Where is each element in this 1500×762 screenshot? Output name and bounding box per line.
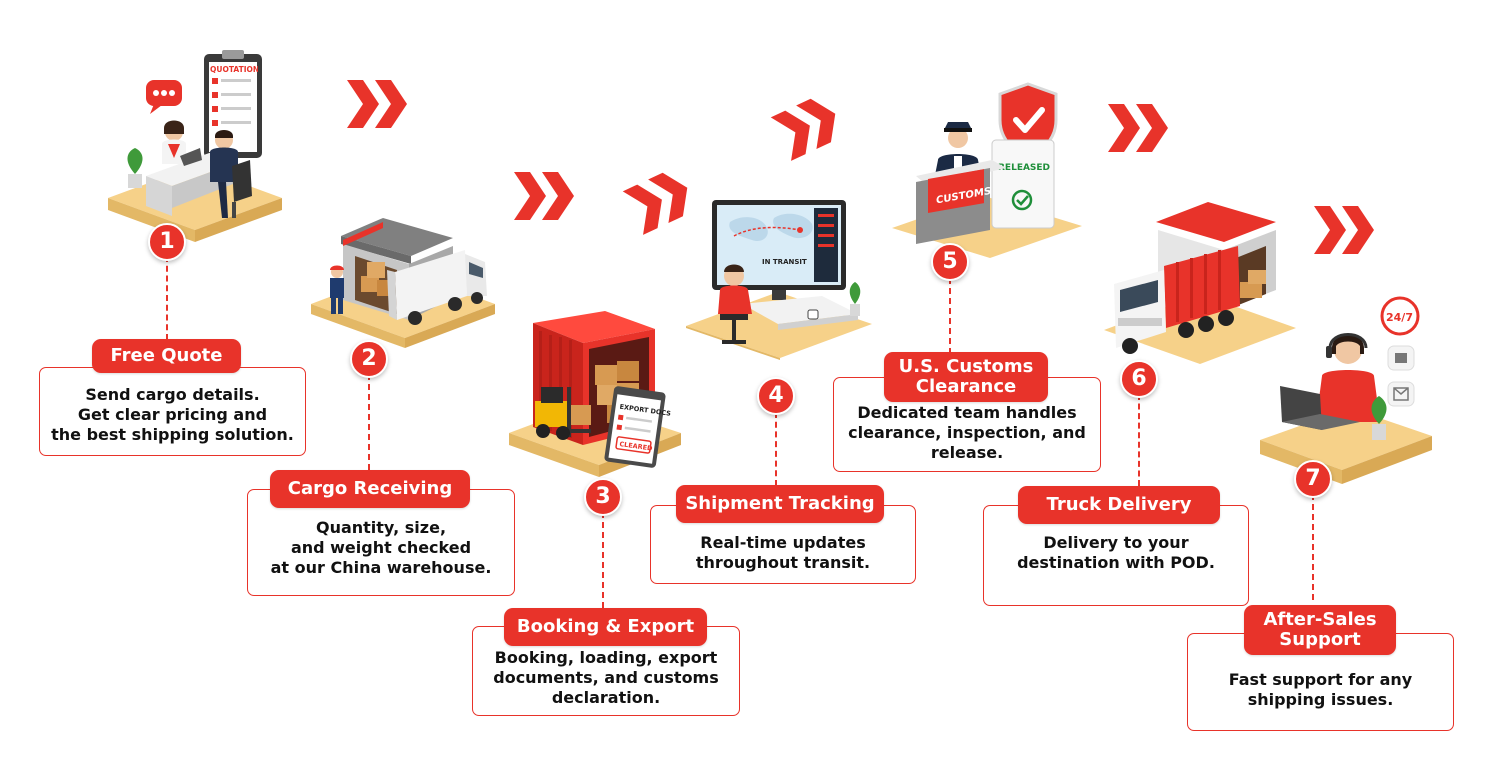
step-number-badge: 7 [1294, 460, 1332, 498]
step-description: Delivery to your destination with POD. [1017, 533, 1215, 572]
step-title-cargo-receiving: Cargo Receiving [270, 470, 470, 508]
step-description: Fast support for any shipping issues. [1228, 670, 1413, 709]
step-description-box: Send cargo details. Get clear pricing an… [39, 367, 306, 456]
connector-line [166, 256, 168, 340]
step-number-badge: 1 [148, 223, 186, 261]
connector-line [1312, 494, 1314, 600]
step-title-truck-delivery: Truck Delivery [1018, 486, 1220, 524]
step-number-badge: 2 [350, 340, 388, 378]
step-title-us-customs-clearance: U.S. Customs Clearance [884, 352, 1048, 402]
step-description: Real-time updates throughout transit. [695, 533, 871, 572]
chevron-right-icon [347, 80, 407, 128]
svg-text:24/7: 24/7 [1386, 311, 1413, 324]
connector-line [949, 278, 951, 354]
quote-office-illustration [100, 48, 290, 248]
chat-bubble-icon [146, 80, 182, 114]
connector-line [602, 512, 604, 608]
connector-line [1138, 394, 1140, 486]
quotation-label: QUOTATION [210, 65, 258, 74]
headset-icon [1326, 333, 1368, 364]
forklift-icon [535, 387, 591, 440]
step-number-badge: 3 [584, 478, 622, 516]
step-description: Send cargo details. Get clear pricing an… [51, 385, 294, 444]
connector-line [775, 412, 777, 486]
customs-clearance-illustration: RELEASED CUSTOMS [888, 80, 1088, 260]
truck-icon [387, 250, 487, 325]
svg-text:IN TRANSIT: IN TRANSIT [762, 258, 807, 266]
connector-line [368, 374, 370, 470]
step-description: Quantity, size, and weight checked at ou… [270, 518, 492, 577]
laptop-icon [1280, 386, 1360, 430]
step-title-booking-export: Booking & Export [504, 608, 707, 646]
step-description-box: Booking, loading, export documents, and … [472, 626, 740, 716]
after-sales-support-illustration: 24/7 [1256, 290, 1436, 495]
step-title-shipment-tracking: Shipment Tracking [676, 485, 884, 523]
step-number-badge: 4 [757, 377, 795, 415]
truck-delivery-illustration [1100, 198, 1300, 368]
step-number-badge: 6 [1120, 360, 1158, 398]
step-description: Booking, loading, export documents, and … [493, 648, 719, 707]
chevron-right-icon [1108, 104, 1168, 152]
shipment-tracking-illustration: IN TRANSIT [682, 196, 877, 361]
chevron-right-icon [1314, 206, 1374, 254]
chevron-right-icon [770, 98, 836, 161]
step-description: Dedicated team handles clearance, inspec… [848, 403, 1086, 462]
chevron-right-icon [514, 172, 574, 220]
step-title-after-sales-support: After-Sales Support [1244, 605, 1396, 655]
svg-text:RELEASED: RELEASED [998, 163, 1050, 173]
warehouse-illustration [305, 192, 500, 350]
container-loading-illustration: EXPORT DOCS CLEARED [505, 305, 685, 485]
chevron-right-icon [622, 172, 688, 235]
svg-text:QUOTATION: QUOTATION [210, 65, 258, 74]
step-title-free-quote: Free Quote [92, 339, 241, 373]
step-number-badge: 5 [931, 243, 969, 281]
